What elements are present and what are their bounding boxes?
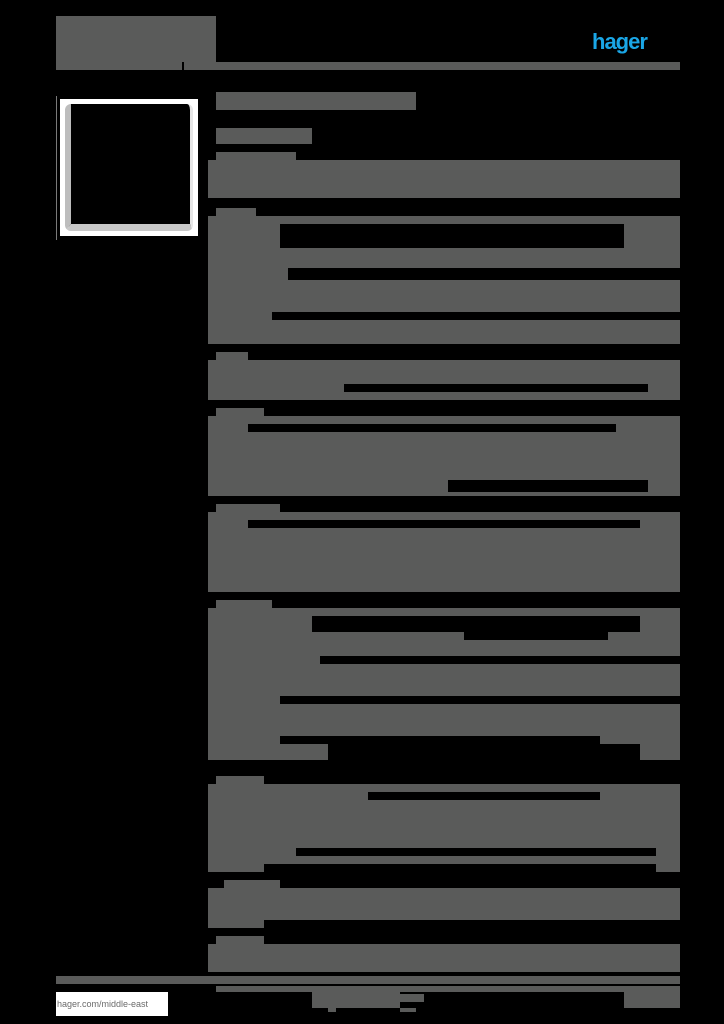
redacted-text-block	[216, 208, 256, 216]
redacted-text-block	[208, 704, 680, 736]
redacted-text-block	[224, 880, 280, 888]
product-image-frame	[65, 104, 193, 231]
redacted-text-block	[56, 62, 182, 70]
redacted-text-block	[208, 268, 288, 280]
redacted-text-block	[208, 392, 680, 400]
redacted-text-block	[640, 744, 680, 760]
redacted-text-block	[208, 256, 680, 268]
redacted-text-block	[208, 232, 216, 236]
redacted-text-block	[208, 888, 680, 920]
redacted-text-block	[208, 864, 264, 872]
redacted-text-block	[208, 784, 680, 792]
redacted-text-block	[216, 128, 312, 144]
redacted-text-block	[640, 616, 680, 632]
image-divider	[56, 96, 57, 240]
redacted-text-block	[208, 664, 680, 688]
redacted-text-block	[400, 1008, 416, 1012]
redacted-text-block	[208, 160, 680, 198]
redacted-text-block	[208, 688, 680, 696]
footer-website-link[interactable]: hager.com/middle-east	[56, 992, 168, 1016]
redacted-text-block	[184, 62, 680, 70]
hager-logo: hager	[592, 29, 648, 54]
redacted-text-block	[400, 994, 424, 1002]
redacted-text-block	[208, 856, 680, 864]
redacted-text-block	[216, 936, 264, 944]
redacted-text-block	[216, 986, 680, 992]
redacted-text-block	[208, 696, 280, 704]
redacted-text-block	[624, 992, 680, 1008]
redacted-text-block	[312, 992, 400, 1008]
redacted-text-block	[648, 384, 680, 392]
redacted-text-block	[208, 528, 680, 592]
redacted-text-block	[280, 248, 624, 256]
redacted-text-block	[216, 352, 248, 360]
redacted-text-block	[600, 792, 680, 800]
redacted-text-block	[208, 920, 264, 928]
redacted-text-block	[208, 744, 328, 760]
redacted-text-block	[216, 408, 264, 416]
redacted-text-block	[56, 16, 216, 62]
redacted-text-block	[656, 864, 680, 872]
redacted-text-block	[648, 480, 680, 492]
redacted-text-block	[208, 512, 680, 520]
footer-url-text: hager.com/middle-east	[57, 999, 149, 1009]
redacted-text-block	[608, 632, 680, 640]
product-image	[60, 99, 198, 236]
redacted-text-block	[208, 848, 296, 856]
redacted-text-block	[208, 944, 680, 972]
redacted-text-block	[208, 792, 368, 800]
redacted-text-block	[208, 492, 680, 496]
redacted-text-block	[208, 640, 680, 656]
redacted-text-block	[600, 736, 680, 744]
redacted-text-block	[208, 520, 248, 528]
redacted-text-block	[208, 424, 248, 432]
redacted-text-block	[208, 632, 464, 640]
redacted-text-block	[208, 656, 320, 664]
redacted-text-block	[216, 92, 416, 110]
redacted-text-block	[640, 520, 680, 528]
redacted-text-block	[624, 224, 680, 256]
redacted-text-block	[208, 608, 680, 616]
redacted-text-block	[208, 616, 312, 632]
redacted-text-block	[208, 320, 680, 344]
redacted-text-block	[208, 432, 680, 480]
redacted-text-block	[208, 736, 280, 744]
redacted-text-block	[208, 216, 680, 224]
redacted-text-block	[208, 360, 680, 384]
redacted-text-block	[216, 600, 272, 608]
redacted-text-block	[208, 384, 344, 392]
redacted-text-block	[208, 800, 680, 848]
redacted-text-block	[216, 504, 280, 512]
redacted-text-block	[208, 416, 680, 424]
redacted-text-block	[208, 280, 680, 312]
redacted-text-block	[56, 976, 680, 984]
redacted-text-block	[656, 848, 680, 856]
redacted-text-block	[328, 1008, 336, 1012]
redacted-text-block	[208, 480, 448, 492]
redacted-text-block	[216, 776, 264, 784]
redacted-text-block	[216, 152, 296, 160]
redacted-text-block	[208, 312, 272, 320]
redacted-text-block	[616, 416, 680, 432]
redacted-text-block	[208, 224, 280, 256]
